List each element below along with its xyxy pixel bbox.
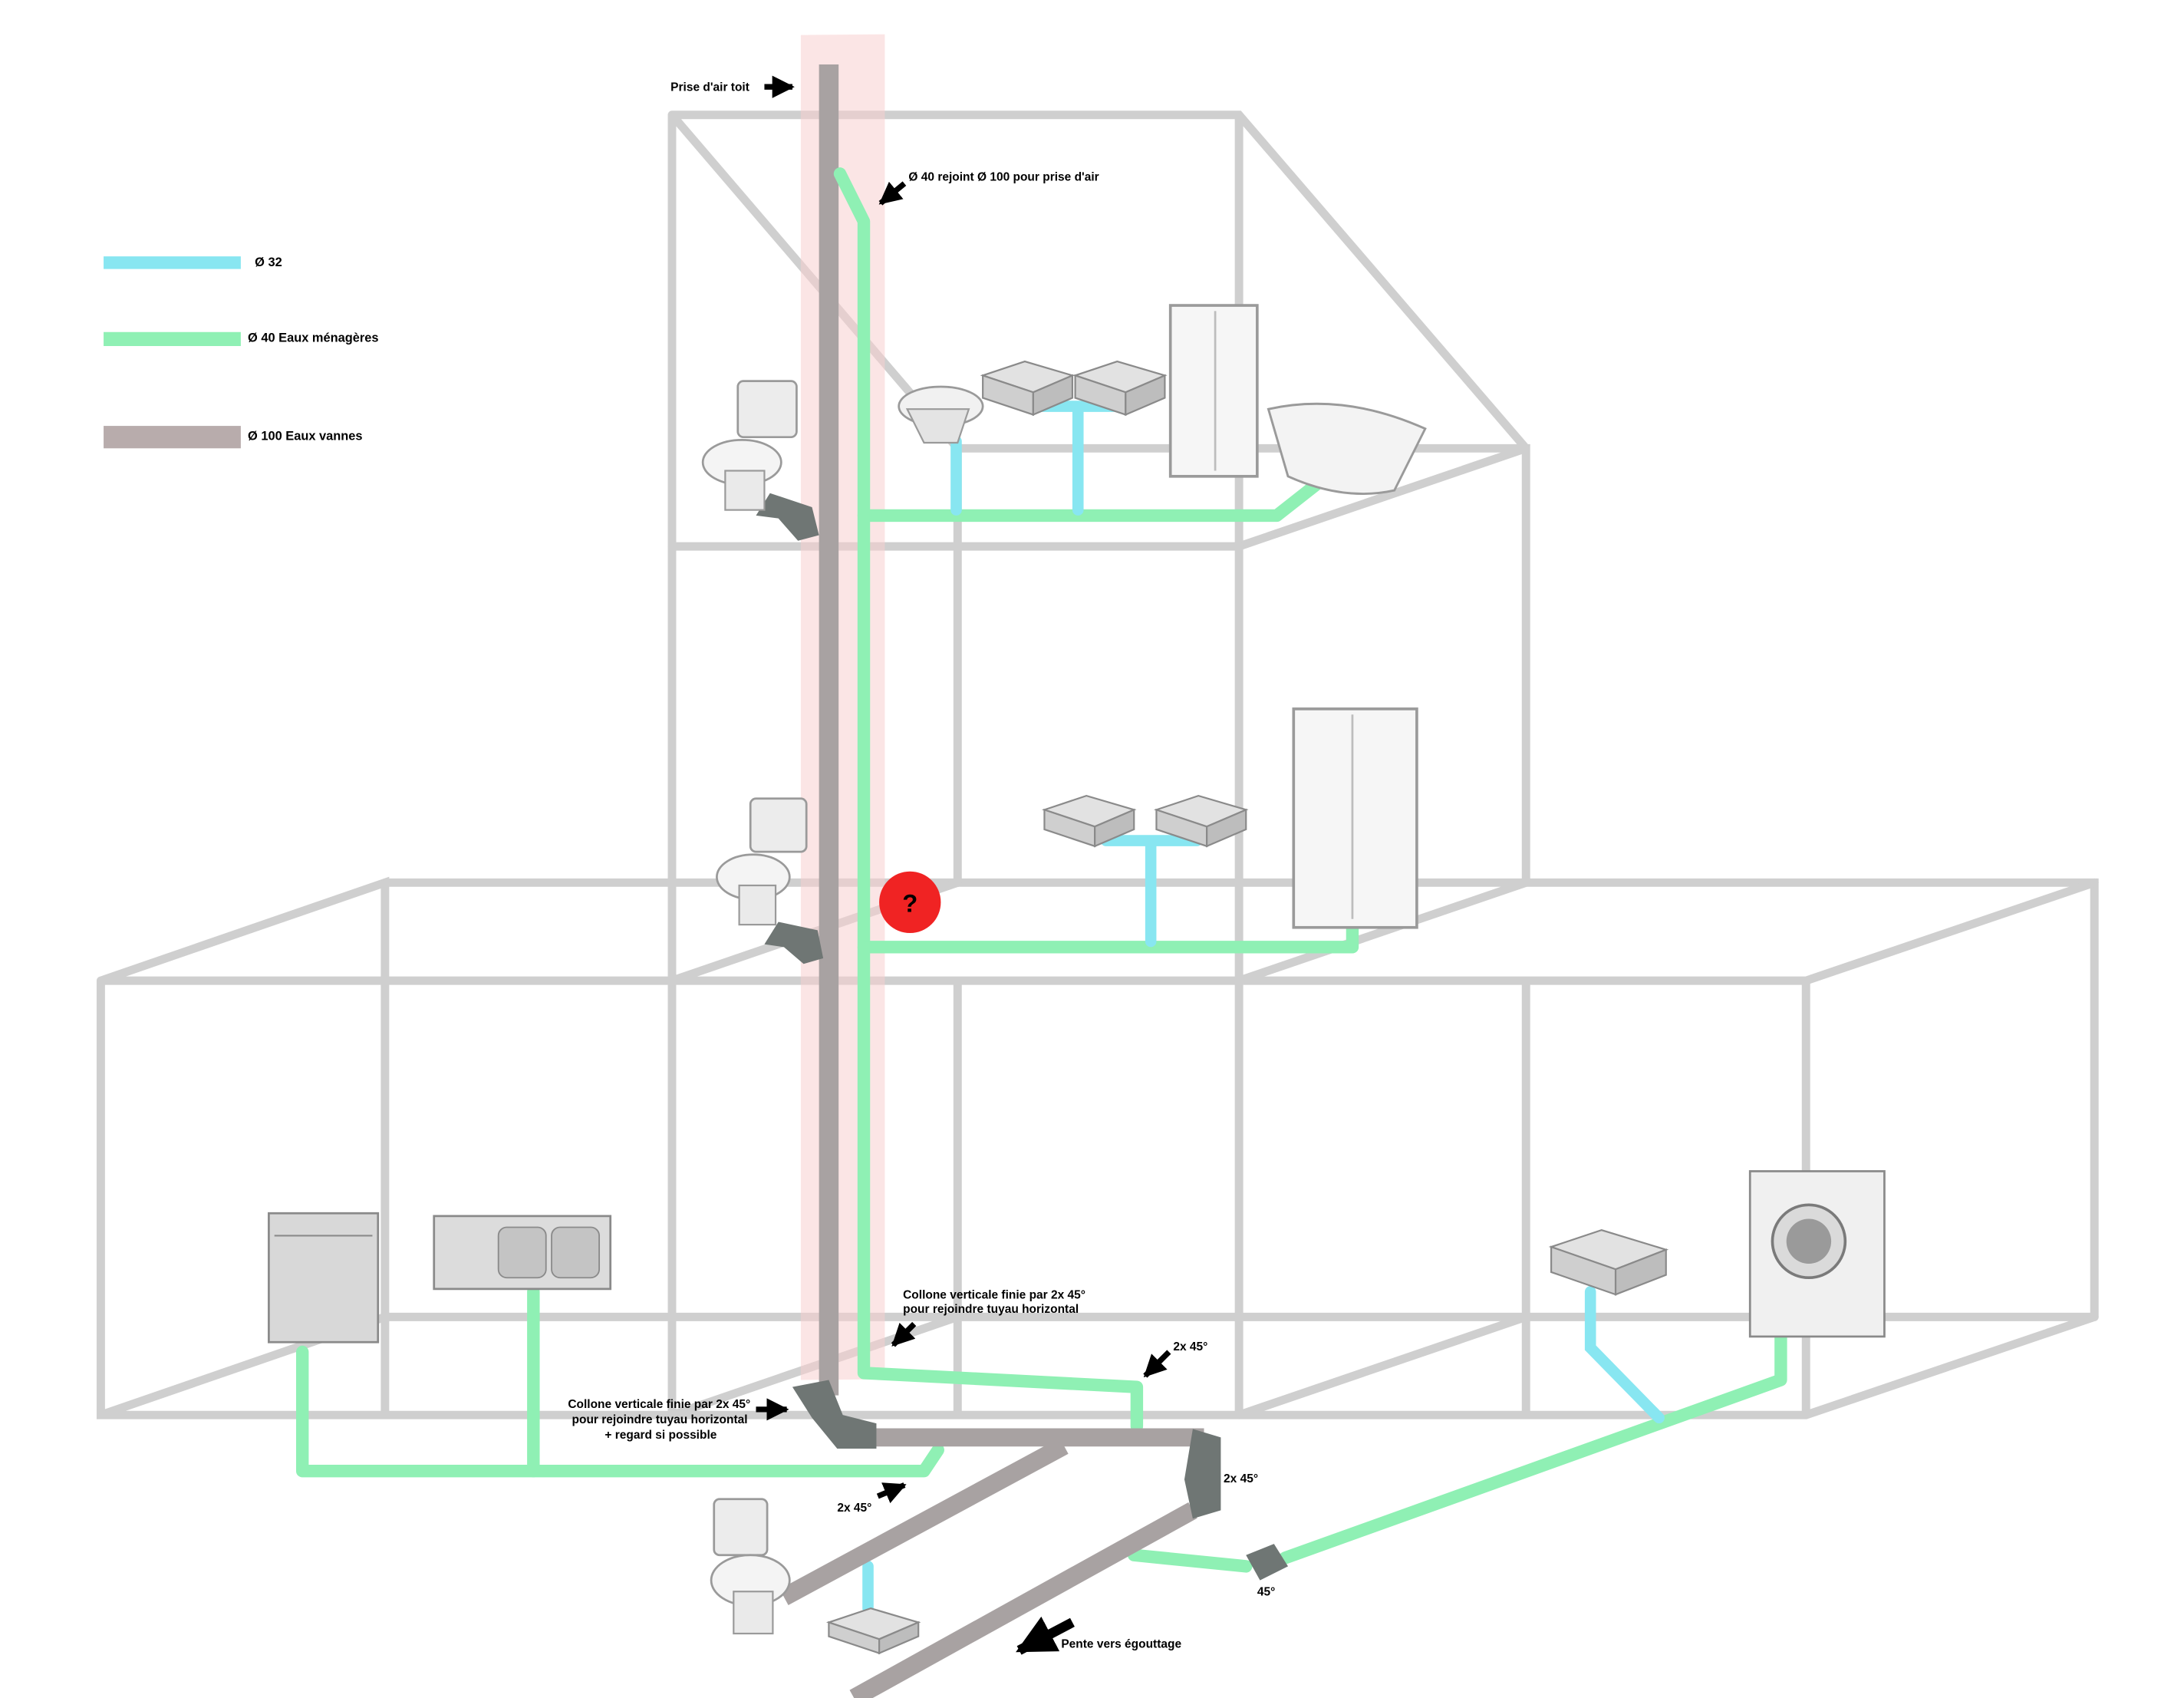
elbow-fitting — [1184, 1429, 1221, 1519]
label-roof-vent: Prise d'air toit — [670, 81, 749, 94]
washbasin-floor1-1 — [1041, 794, 1137, 848]
label-elbow-top: 2x 45° — [1173, 1340, 1207, 1353]
bidet-floor2 — [898, 385, 984, 444]
legend: Ø 32 Ø 40 Eaux ménagères Ø 100 Eaux vann… — [104, 256, 379, 449]
washing-machine — [1748, 1170, 1886, 1338]
dishwasher — [268, 1212, 380, 1344]
elbow-fitting — [792, 1380, 877, 1449]
fixtures-ground — [268, 1170, 1886, 1344]
label-elbow-right: 2x 45° — [1224, 1472, 1258, 1485]
label-column-left-3: + regard si possible — [604, 1429, 716, 1442]
elbow-fitting — [1246, 1544, 1288, 1581]
question-marker[interactable]: ? — [879, 871, 941, 934]
wc-floor1 — [716, 797, 808, 926]
washbasin-ground — [1548, 1228, 1669, 1296]
washbasin-underground — [825, 1607, 921, 1655]
fixtures-floor1 — [716, 707, 1418, 929]
legend-swatch-40 — [104, 331, 241, 346]
legend-label-40: Ø 40 Eaux ménagères — [248, 331, 379, 345]
elbow-fitting — [764, 922, 824, 964]
label-column-left-2: pour rejoindre tuyau horizontal — [572, 1413, 748, 1426]
main-stack-pipe-100 — [819, 64, 839, 1396]
annotation-arrows — [756, 75, 1171, 1655]
pipes-100-underground — [779, 1428, 1204, 1698]
label-column-mid-1: Collone verticale finie par 2x 45° — [903, 1289, 1085, 1302]
legend-swatch-32 — [104, 256, 241, 269]
washbasin-floor2-2 — [1072, 360, 1168, 417]
shower-floor1 — [1292, 707, 1418, 929]
label-column-mid-2: pour rejoindre tuyau horizontal — [903, 1303, 1079, 1316]
bathtub-floor2 — [1267, 402, 1427, 496]
label-vent-join: Ø 40 rejoint Ø 100 pour prise d'air — [908, 171, 1099, 184]
washbasin-floor2-1 — [980, 360, 1076, 417]
fittings — [756, 493, 1288, 1581]
double-sink — [433, 1215, 612, 1291]
legend-swatch-100 — [104, 426, 241, 449]
label-elbow-single: 45° — [1257, 1586, 1275, 1599]
legend-label-32: Ø 32 — [255, 256, 282, 269]
stack-highlight — [800, 34, 885, 1380]
label-column-left-1: Collone verticale finie par 2x 45° — [568, 1398, 750, 1411]
label-elbow-left: 2x 45° — [837, 1502, 871, 1515]
washbasin-floor1-2 — [1153, 794, 1249, 848]
annotation-labels: Prise d'air toit Ø 40 rejoint Ø 100 pour… — [568, 81, 1275, 1651]
label-slope: Pente vers égouttage — [1061, 1637, 1181, 1650]
fixtures-underground — [710, 1498, 921, 1655]
shower-floor2 — [1168, 304, 1259, 478]
pipes-32 — [862, 401, 1665, 1614]
pipes-40 — [295, 167, 1787, 1573]
elbow-fitting — [756, 493, 819, 541]
legend-label-100: Ø 100 Eaux vannes — [248, 429, 363, 443]
question-mark-text: ? — [902, 889, 917, 918]
fixtures-floor2 — [701, 304, 1427, 511]
wc-underground — [710, 1498, 791, 1635]
wc-floor2 — [701, 380, 798, 511]
